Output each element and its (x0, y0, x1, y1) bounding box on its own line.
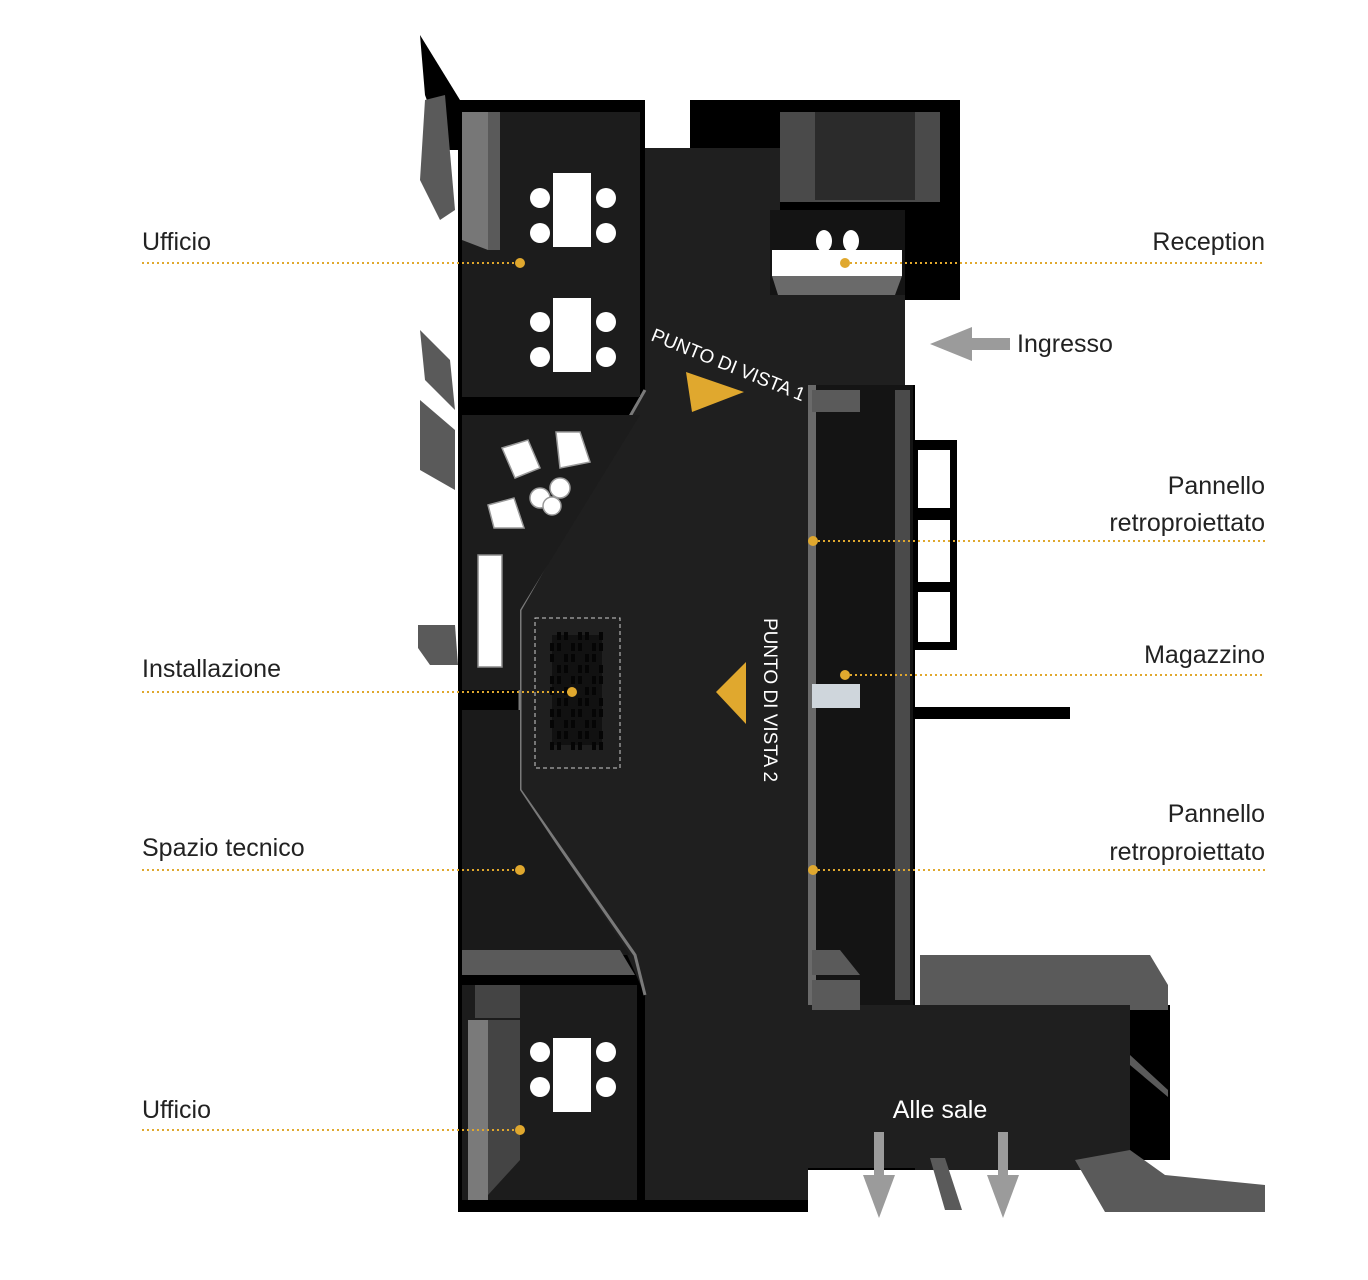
leader-lines (142, 262, 1265, 1131)
installation-element (564, 731, 568, 739)
label-alle-sale: Alle sale (893, 1096, 988, 1124)
installation-element (578, 665, 582, 673)
viewpoint-arrow-icon (686, 372, 744, 412)
installation-element (571, 742, 575, 750)
installation-element (550, 742, 554, 750)
installation-element (578, 742, 582, 750)
installation-element (599, 665, 603, 673)
installation-element (592, 742, 596, 750)
installation-element (592, 720, 596, 728)
installation-element (592, 643, 596, 651)
installation-element (557, 731, 561, 739)
installation-element (599, 643, 603, 651)
installation-element (557, 698, 561, 706)
installation-element (585, 632, 589, 640)
installation-element (578, 632, 582, 640)
installation-element (557, 676, 561, 684)
table-icon (553, 173, 591, 1112)
installation-element (578, 676, 582, 684)
installation-element (592, 676, 596, 684)
label-magazzino: Magazzino (1144, 641, 1265, 669)
installation-element (585, 665, 589, 673)
installation-element (564, 654, 568, 662)
installation-element (599, 731, 603, 739)
installation-element (571, 709, 575, 717)
installation-element (578, 698, 582, 706)
installation-element (550, 676, 554, 684)
installation-element (599, 709, 603, 717)
label-pannello-2-line1: Pannello (1168, 800, 1265, 828)
label-ingresso: Ingresso (1017, 330, 1113, 358)
installation-element (585, 687, 589, 695)
installation-element (550, 643, 554, 651)
viewpoint-arrow-icon (716, 662, 746, 724)
installation-element (564, 698, 568, 706)
viewpoint-2-label: PUNTO DI VISTA 2 (759, 618, 780, 782)
installation-element (585, 654, 589, 662)
installation-element (599, 742, 603, 750)
installation-element (578, 709, 582, 717)
exit-arrow-icon (863, 1132, 1019, 1218)
label-reception: Reception (1152, 228, 1265, 256)
installation-element (564, 720, 568, 728)
installation-element (564, 665, 568, 673)
installation-element (557, 742, 561, 750)
leader-dots (515, 258, 850, 1135)
chair-icon (530, 188, 859, 1097)
installation-element (599, 632, 603, 640)
installation-element (564, 687, 568, 695)
label-ufficio-bottom: Ufficio (142, 1096, 211, 1124)
label-spazio-tecnico: Spazio tecnico (142, 834, 305, 862)
installation-element (585, 731, 589, 739)
installation-element (571, 676, 575, 684)
installation-element (571, 643, 575, 651)
label-installazione: Installazione (142, 655, 281, 683)
installation-element (585, 720, 589, 728)
installation-element (557, 643, 561, 651)
installation-element (585, 698, 589, 706)
installation-element (592, 654, 596, 662)
installation-element (599, 676, 603, 684)
installation-element (557, 632, 561, 640)
installation-element (571, 654, 575, 662)
installation-element (592, 687, 596, 695)
label-ufficio-top: Ufficio (142, 228, 211, 256)
installation-element (557, 709, 561, 717)
installation-element (550, 654, 554, 662)
label-pannello-1-line2: retroproiettato (1109, 509, 1265, 537)
label-pannello-2-line2: retroproiettato (1109, 838, 1265, 866)
installation-element (592, 709, 596, 717)
installation-element (578, 731, 582, 739)
installation-element (564, 632, 568, 640)
installation-element (571, 720, 575, 728)
installation-element (557, 665, 561, 673)
installation-element (550, 709, 554, 717)
floor-areas (462, 112, 915, 1200)
entrance-arrow-icon (930, 327, 1010, 361)
armchair-icon (487, 431, 591, 529)
label-pannello-1-line1: Pannello (1168, 472, 1265, 500)
installation-element (599, 698, 603, 706)
installation-element (550, 720, 554, 728)
installation-element (578, 643, 582, 651)
